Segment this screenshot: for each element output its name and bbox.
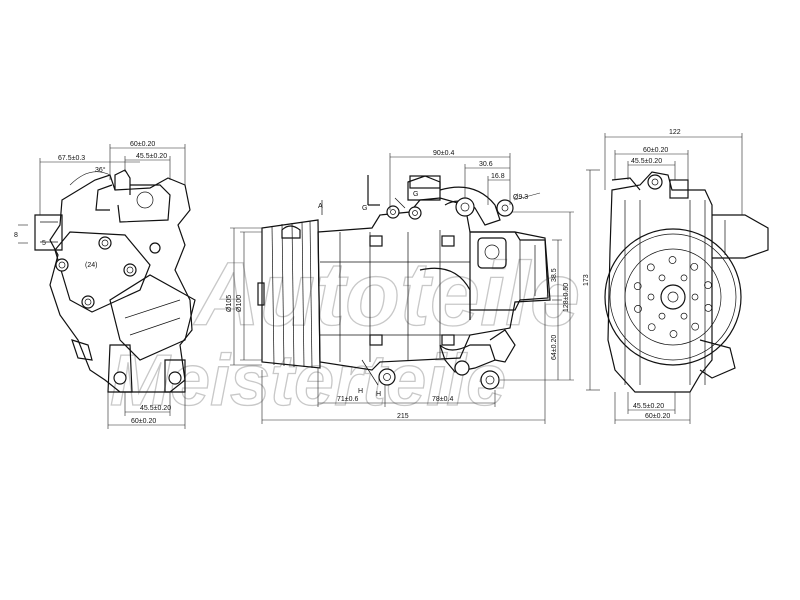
dim-45-5-bottom-left: 45.5±0.20 (140, 405, 171, 412)
pulley-hole (633, 282, 642, 290)
dim-16-8: 16.8 (491, 173, 505, 180)
dim-173: 173 (583, 274, 590, 286)
dim-67-5: 67.5±0.3 (58, 155, 85, 162)
dim-60-top-left: 60±0.20 (130, 141, 155, 148)
left-side-view (18, 144, 196, 429)
dim-36-deg: 36° (95, 166, 106, 174)
pulley-hole (647, 293, 655, 301)
pulley-hole (691, 293, 699, 301)
watermark: Autoteile Meisterteile (109, 244, 580, 421)
dim-122: 122 (669, 129, 681, 136)
pulley-hole (647, 323, 656, 332)
pulley-hole (669, 330, 678, 338)
dim-105: Ø105 (226, 295, 233, 312)
dim-71: 71±0.6 (337, 396, 358, 403)
dim-45-5-top-right: 45.5±0.20 (631, 158, 662, 165)
label-a: A (318, 203, 323, 210)
pulley-hole (691, 322, 700, 331)
dim-215: 215 (397, 413, 409, 420)
pulley-hole (658, 274, 666, 282)
pulley-hole (658, 312, 666, 320)
dim-64: 64±0.20 (551, 335, 558, 360)
dim-60-bottom-left: 60±0.20 (131, 418, 156, 425)
dim-5: 5 (42, 240, 46, 247)
dim-8: 8 (14, 232, 18, 239)
pulley-hole (680, 312, 688, 320)
pulley-hole (634, 305, 642, 313)
pulley-holes (633, 256, 713, 338)
dim-100: Ø100 (236, 295, 243, 312)
pulley-hole (680, 274, 688, 282)
dim-60-top-right: 60±0.20 (643, 147, 668, 154)
label-g-left: G (362, 205, 367, 212)
dim-24: (24) (85, 262, 97, 269)
dim-78: 78±0.4 (432, 396, 453, 403)
label-h-left: H (358, 388, 363, 395)
dim-128: 128±0.50 (563, 283, 570, 312)
watermark-line1: Autoteile (193, 245, 580, 345)
dim-45-5-top-left: 45.5±0.20 (136, 153, 167, 160)
dim-30-6: 30.6 (479, 161, 493, 168)
dim-60-bottom-right: 60±0.20 (645, 413, 670, 420)
dim-9-3: Ø9.3 (513, 194, 528, 201)
pulley-hole (646, 263, 655, 272)
pulley-hole (668, 256, 677, 264)
dim-90: 90±0.4 (433, 150, 454, 157)
center-side-view (230, 153, 600, 424)
pulley-hole (704, 281, 712, 289)
dim-45-5-bottom-right: 45.5±0.20 (633, 403, 664, 410)
label-g-right: G (413, 191, 418, 198)
right-front-view (604, 133, 769, 424)
dim-38-5: 38.5 (551, 268, 558, 282)
pulley-hole (690, 262, 699, 271)
pulley-hole (704, 304, 713, 312)
label-h-right: H (376, 391, 381, 398)
